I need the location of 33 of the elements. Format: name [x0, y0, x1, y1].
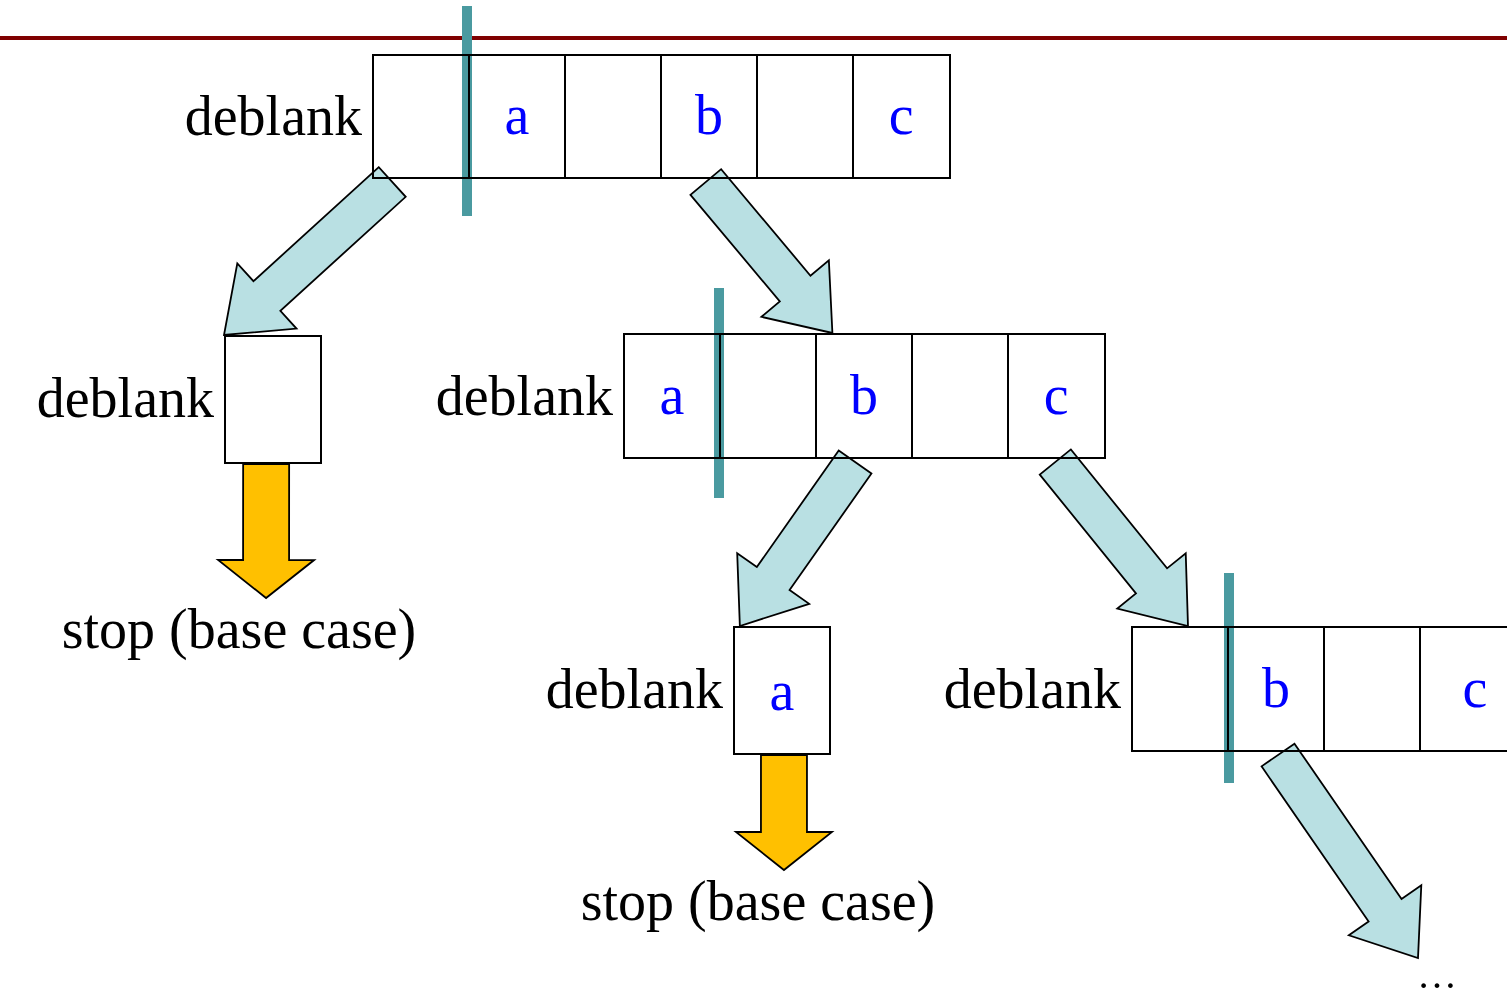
- array-cell: a: [623, 332, 719, 459]
- array-cell: c: [852, 53, 951, 179]
- function-label: deblank: [435, 367, 613, 424]
- character-array: [1131, 626, 1507, 755]
- block-arrow: [1260, 742, 1423, 960]
- empty-array-cell: [372, 53, 468, 179]
- ellipsis: …: [1417, 955, 1457, 995]
- array-cell: b: [815, 332, 911, 459]
- block-arrow: [736, 449, 873, 628]
- character-array: [623, 333, 1106, 462]
- empty-array-cell: [1131, 625, 1227, 752]
- empty-array-cell: [224, 335, 322, 464]
- array-cell: c: [1419, 625, 1507, 752]
- empty-array-cell: [911, 332, 1007, 459]
- array-cell: b: [660, 53, 756, 179]
- array-cell: c: [1007, 332, 1106, 459]
- block-arrow: [1038, 448, 1189, 628]
- block-arrow: [215, 463, 317, 600]
- character-array: [372, 54, 951, 182]
- function-label: deblank: [943, 660, 1121, 717]
- block-arrow: [733, 754, 835, 872]
- empty-array-cell: [1323, 625, 1419, 752]
- array-cell: a: [468, 53, 564, 179]
- block-arrow: [689, 167, 834, 335]
- empty-array-cell: [564, 53, 660, 179]
- block-arrow: [222, 165, 407, 336]
- function-label: deblank: [184, 88, 362, 144]
- array-cell: b: [1227, 625, 1323, 752]
- function-label: deblank: [545, 660, 723, 717]
- empty-array-cell: [756, 53, 852, 179]
- empty-array-cell: [719, 332, 815, 459]
- array-cell: a: [733, 626, 831, 755]
- function-label: deblank: [36, 369, 214, 426]
